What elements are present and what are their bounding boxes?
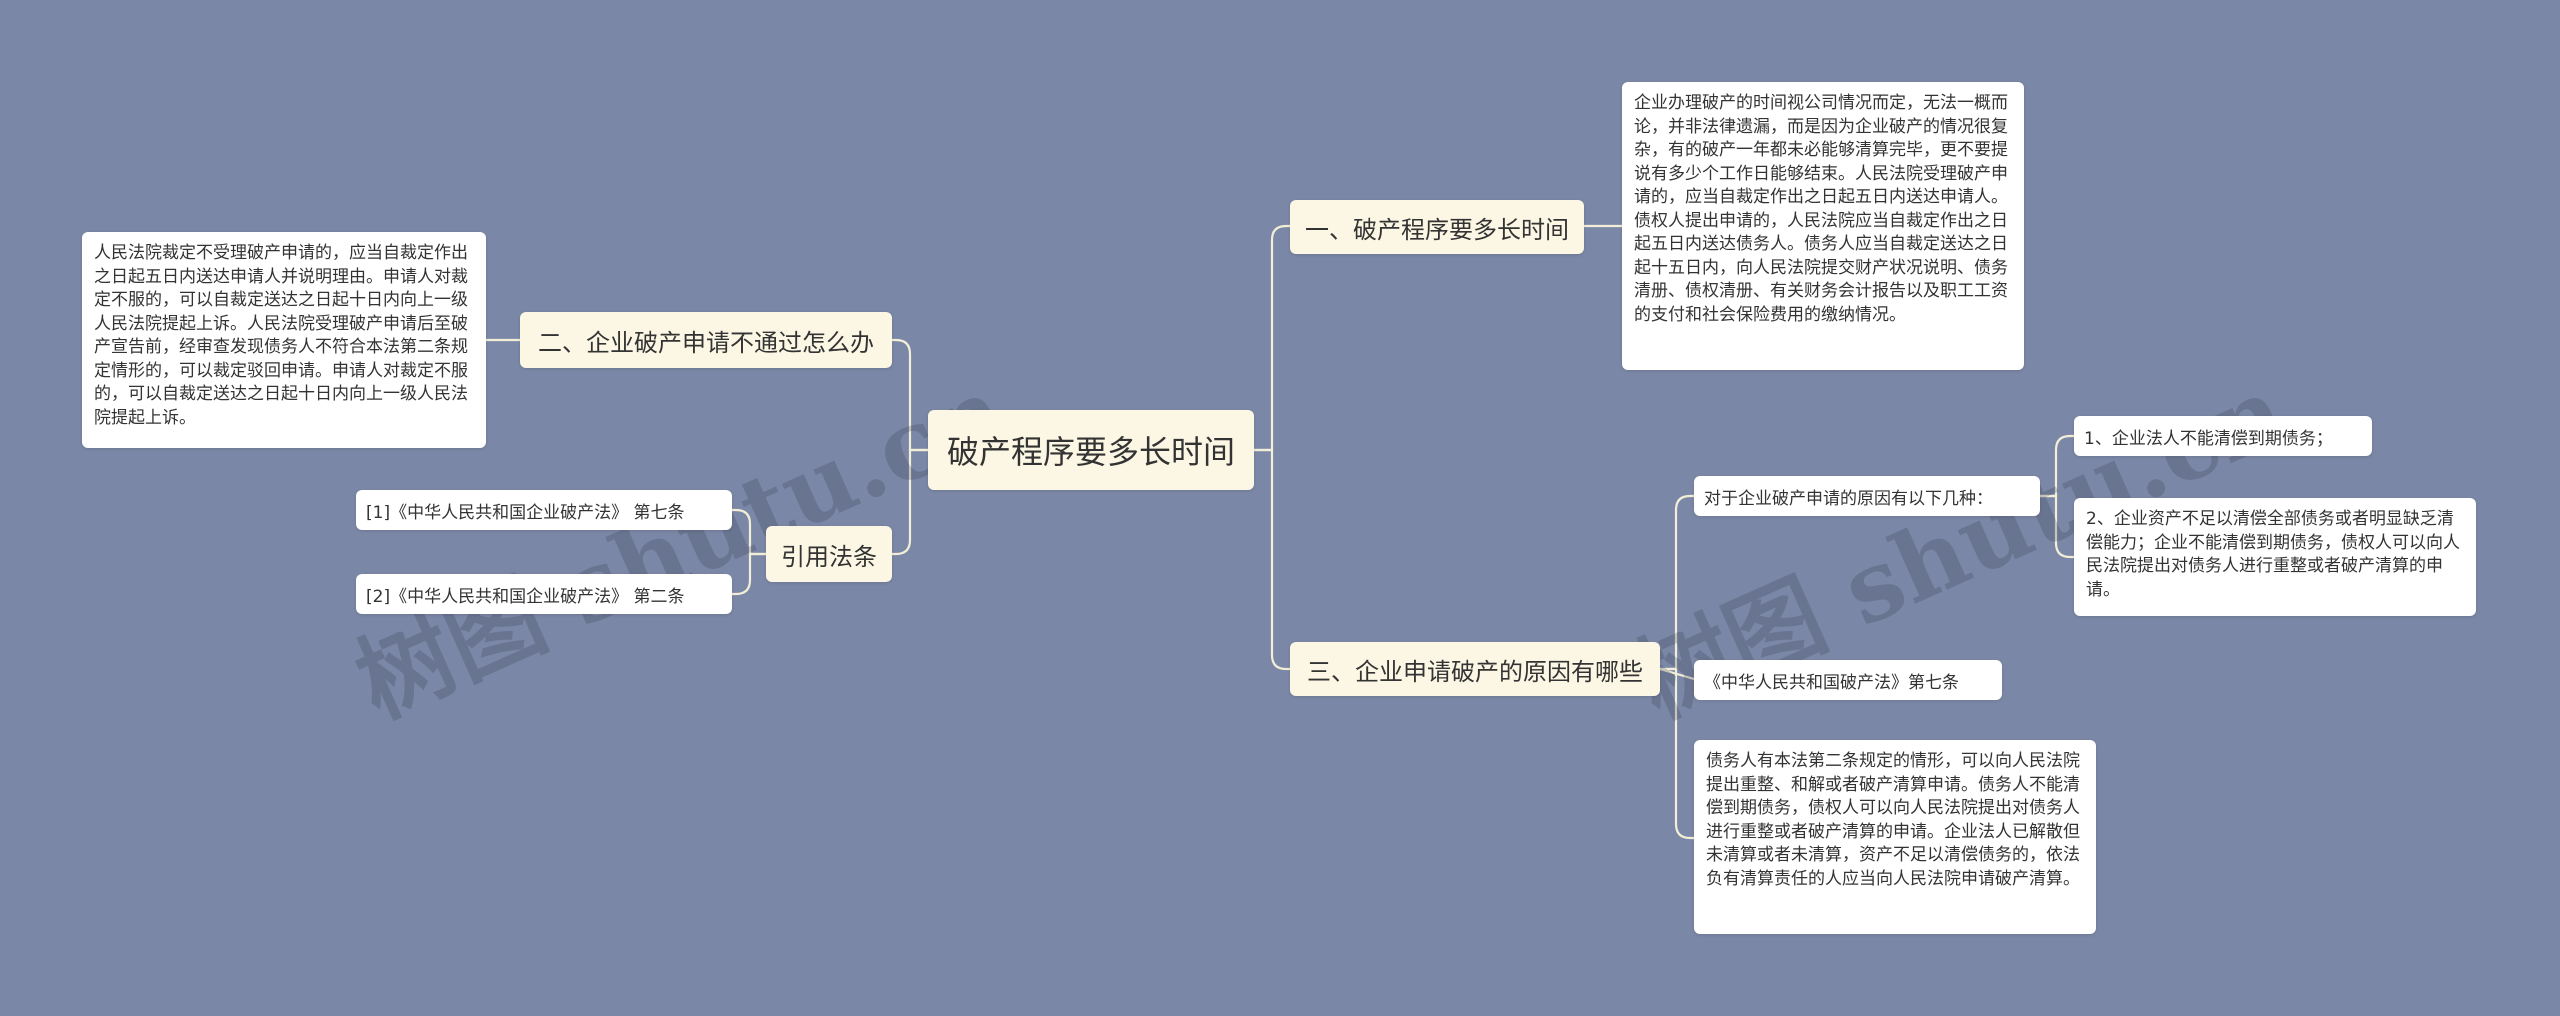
link-root-branch1: [1254, 224, 1290, 452]
branch-references[interactable]: 引用法条: [766, 526, 892, 582]
link-references-ref1: [732, 508, 766, 556]
law-article-title: 《中华人民共和国破产法》第七条: [1694, 660, 2002, 700]
link-references-ref2: [732, 552, 766, 596]
reference-item: [1]《中华人民共和国企业破产法》 第七条: [356, 490, 732, 530]
root-topic[interactable]: 破产程序要多长时间: [928, 410, 1254, 490]
branch-bankruptcy-reasons[interactable]: 三、企业申请破产的原因有哪些: [1290, 642, 1660, 696]
link-root-references: [892, 448, 928, 556]
branch-program-duration-detail: 企业办理破产的时间视公司情况而定，无法一概而论，并非法律遗漏，而是因为企业破产的…: [1622, 82, 2024, 370]
reasons-intro: 对于企业破产申请的原因有以下几种：: [1694, 476, 2040, 516]
link-intro-reason1: [2040, 434, 2074, 498]
link-root-branch3: [1254, 448, 1290, 671]
link-branch3-lawtext: [1660, 667, 1694, 840]
branch-application-rejected[interactable]: 二、企业破产申请不通过怎么办: [520, 312, 892, 368]
link-branch3-intro: [1660, 494, 1694, 671]
branch-program-duration[interactable]: 一、破产程序要多长时间: [1290, 200, 1584, 254]
reason-item: 2、企业资产不足以清偿全部债务或者明显缺乏清偿能力；企业不能清偿到期债务，债权人…: [2074, 498, 2476, 616]
law-article-text: 债务人有本法第二条规定的情形，可以向人民法院提出重整、和解或者破产清算申请。债务…: [1694, 740, 2096, 934]
link-root-branch2: [892, 338, 928, 452]
link-intro-reason2: [2040, 494, 2074, 559]
branch-application-rejected-detail: 人民法院裁定不受理破产申请的，应当自裁定作出之日起五日内送达申请人并说明理由。申…: [82, 232, 486, 448]
reason-item: 1、企业法人不能清偿到期债务；: [2074, 416, 2372, 456]
reference-item: [2]《中华人民共和国企业破产法》 第二条: [356, 574, 732, 614]
